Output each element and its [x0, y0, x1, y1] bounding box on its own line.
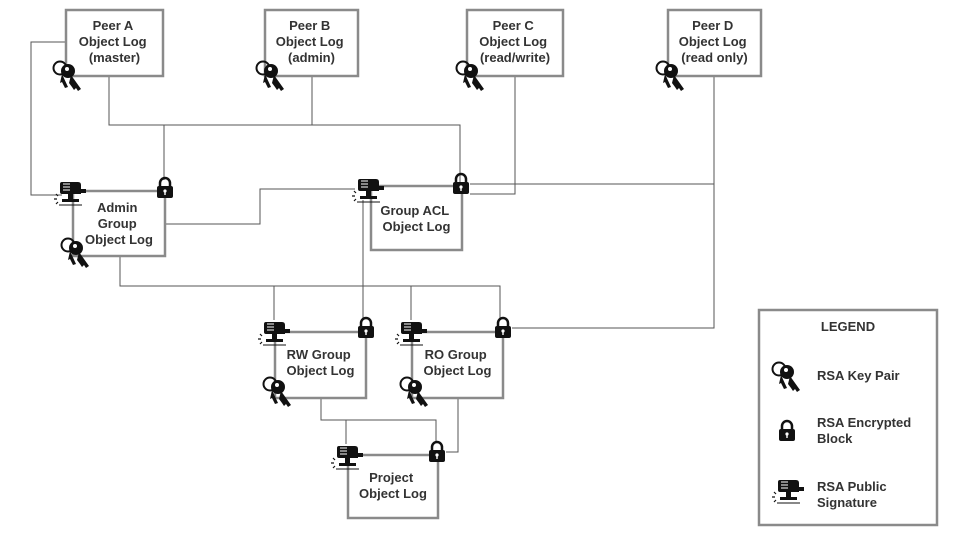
group-acl-object-log[interactable]: Group ACL Object Log [351, 172, 471, 252]
edge-peer-a-to-admin [30, 41, 65, 196]
edge-peer-d-to-ro [470, 183, 715, 329]
legend: LEGEND RSA Key Pair RSA Encrypted Block … [757, 308, 939, 527]
peer-d-object-log[interactable]: Peer D Object Log (read only) [655, 8, 763, 92]
legend-public-signature-label: RSA Public Signature [817, 479, 890, 510]
svg-text:Peer D Object Log: Peer D Object Log (read only) [679, 18, 751, 65]
svg-text:Project Object Log: Project Object Log [359, 470, 427, 501]
peer-b-object-log[interactable]: Peer B Object Log (admin) [255, 8, 360, 92]
project-object-log[interactable]: Project Object Log [330, 440, 447, 520]
edge-ro-to-project [446, 398, 459, 453]
edge-peer-a-bus [108, 76, 461, 185]
rsa-encrypted-block-icon [427, 440, 447, 464]
edge-peer-c-to-group-acl [470, 76, 516, 195]
edge-admin-to-groups [119, 256, 501, 318]
svg-text:Peer B Object Log: Peer B Object Log (admin) [276, 18, 348, 65]
svg-text:Peer C Object Log: Peer C Object Log (read/write) [479, 18, 551, 65]
legend-title: LEGEND [821, 319, 875, 334]
svg-text:Peer A Object Log: Peer A Object Log (master) [79, 18, 151, 65]
edge-admin-to-group-acl [166, 188, 355, 225]
ro-group-object-log[interactable]: RO Group Object Log [394, 316, 513, 408]
rw-group-object-log[interactable]: RW Group Object Log [257, 316, 376, 408]
rsa-encrypted-block-icon [493, 316, 513, 340]
svg-text:RO Group Object Log: RO Group Object Log [424, 347, 492, 378]
rsa-encrypted-block-icon [356, 316, 376, 340]
edge-rw-to-project [320, 398, 437, 443]
svg-text:Group ACL Object Log: Group ACL Object Log [380, 203, 452, 234]
connector-lines [30, 41, 715, 453]
svg-text:RW Group Object Log: RW Group Object Log [287, 347, 355, 378]
peer-a-object-log[interactable]: Peer A Object Log (master) [52, 8, 165, 92]
admin-group-object-log[interactable]: Admin Group Object Log [53, 176, 175, 269]
legend-key-pair-label: RSA Key Pair [817, 368, 900, 383]
svg-text:Admin Group Object: Admin Group Object Log [85, 200, 153, 247]
peer-c-object-log[interactable]: Peer C Object Log (read/write) [455, 8, 565, 92]
rsa-encrypted-block-icon [451, 172, 471, 196]
rsa-encrypted-block-icon [155, 176, 175, 200]
legend-encrypted-block-label: RSA Encrypted Block [817, 415, 915, 446]
